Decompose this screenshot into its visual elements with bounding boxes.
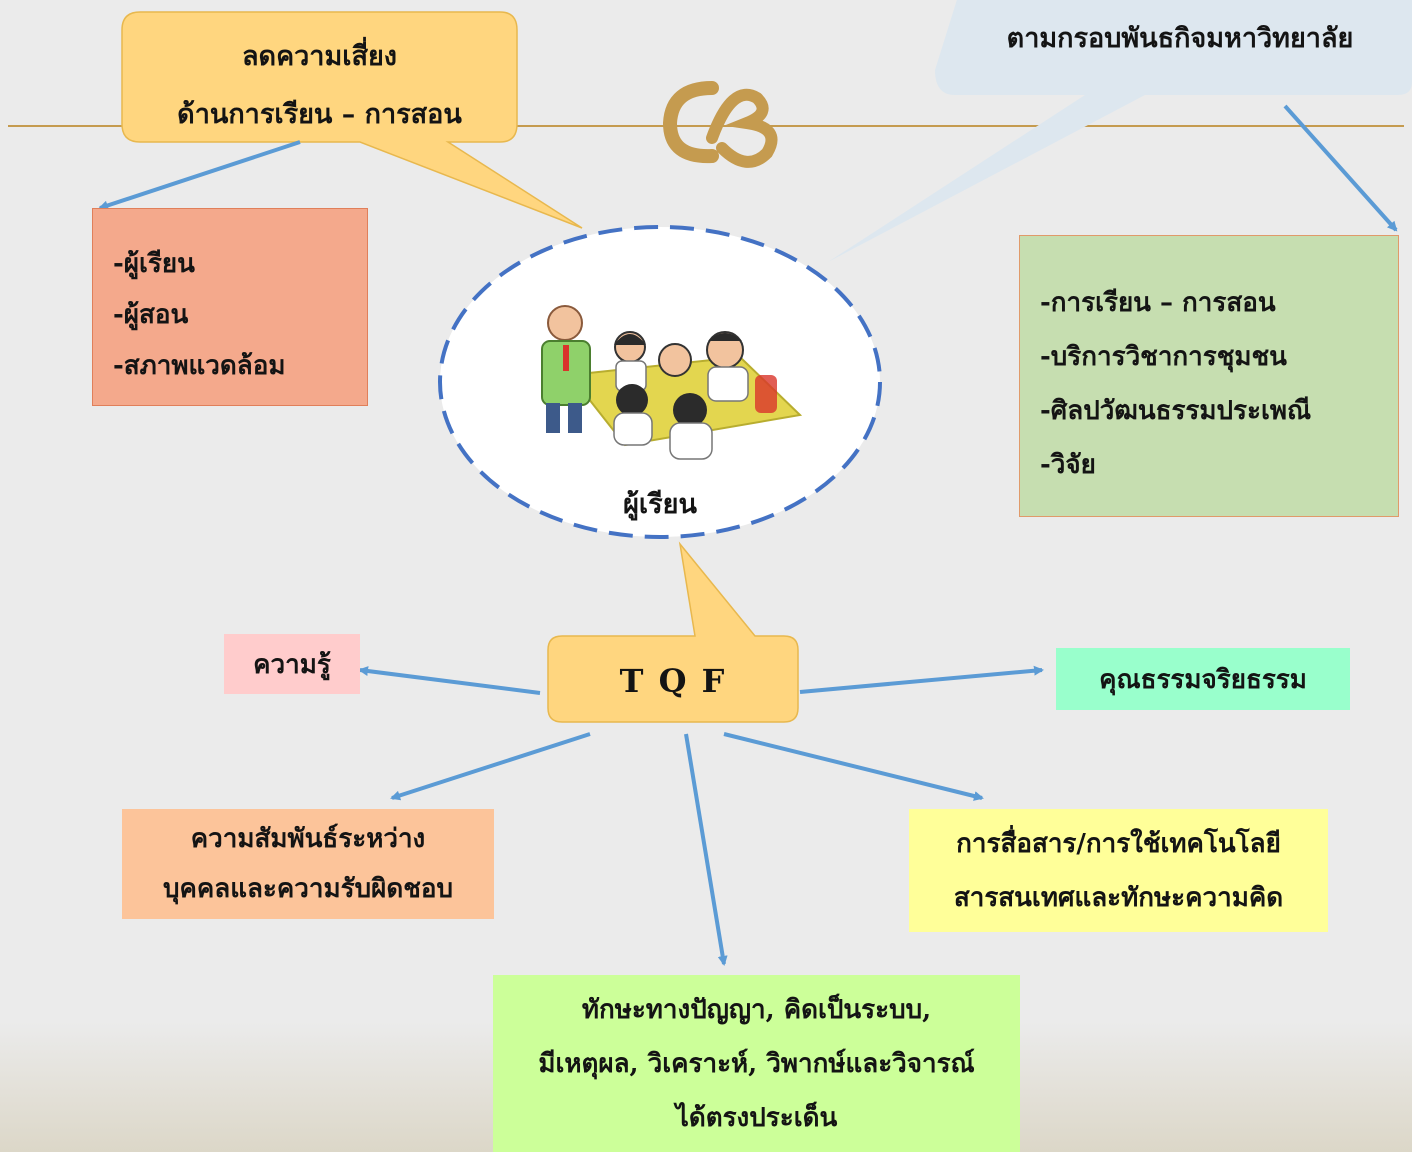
- knowledge-box: ความรู้: [224, 634, 360, 694]
- communication-line: การสื่อสาร/การใช้เทคโนโลยี: [956, 828, 1281, 859]
- relationship-line: ความสัมพันธ์ระหว่าง: [190, 824, 426, 854]
- mission-item: -การเรียน – การสอน: [1040, 288, 1276, 318]
- risk-item: -ผู้เรียน: [113, 249, 195, 279]
- center-circle-label: ผู้เรียน: [560, 482, 760, 525]
- relationship-line: บุคคลและความรับผิดชอบ: [163, 874, 453, 904]
- tqf-callout-shape: [547, 541, 799, 723]
- arrow-to-cognitive: [684, 733, 728, 966]
- arrow-to-relationship: [390, 732, 591, 801]
- relationship-box: ความสัมพันธ์ระหว่าง บุคคลและความรับผิดชอ…: [122, 809, 494, 919]
- risk-item: -สภาพแวดล้อม: [113, 351, 286, 381]
- mission-item: -ศิลปวัฒนธรรมประเพณี: [1040, 396, 1312, 426]
- arrow-to-mission-box: [1283, 104, 1398, 232]
- cognitive-line: ได้ตรงประเด็น: [675, 1102, 838, 1133]
- communication-line: สารสนเทศและทักษะความคิด: [953, 882, 1284, 913]
- callout-line: ด้านการเรียน – การสอน: [177, 99, 462, 130]
- tqf-text: T Q F: [619, 662, 727, 700]
- center-label-text: ผู้เรียน: [623, 489, 697, 520]
- callout-text: ตามกรอบพันธกิจมหาวิทยาลัย: [1006, 23, 1354, 54]
- callout-line: ลดความเสี่ยง: [242, 41, 397, 72]
- mission-item: -วิจัย: [1040, 450, 1096, 480]
- top-right-callout-shape: [828, 0, 1412, 262]
- cognitive-box: ทักษะทางปัญญา, คิดเป็นระบบ, มีเหตุผล, วิ…: [493, 975, 1020, 1152]
- top-left-callout: ลดความเสี่ยง ด้านการเรียน – การสอน: [122, 28, 517, 144]
- arrow-to-ethics: [799, 665, 1044, 694]
- ornament-icon: [652, 68, 792, 168]
- ethics-text: คุณธรรมจริยธรรม: [1099, 664, 1307, 695]
- teacher-students-clipart: [541, 305, 803, 460]
- cognitive-line: มีเหตุผล, วิเคราะห์, วิพากษ์และวิจารณ์: [538, 1048, 975, 1079]
- mission-box: -การเรียน – การสอน -บริการวิชาการชุมชน -…: [1019, 235, 1399, 517]
- tqf-label: T Q F: [548, 662, 798, 700]
- arrow-to-knowledge: [358, 666, 541, 695]
- knowledge-text: ความรู้: [253, 649, 331, 680]
- ethics-box: คุณธรรมจริยธรรม: [1056, 648, 1350, 710]
- arrow-to-communication: [723, 732, 984, 801]
- communication-box: การสื่อสาร/การใช้เทคโนโลยี สารสนเทศและทั…: [909, 809, 1328, 932]
- top-right-callout: ตามกรอบพันธกิจมหาวิทยาลัย: [950, 22, 1410, 56]
- risk-item: -ผู้สอน: [113, 300, 189, 330]
- risk-box: -ผู้เรียน -ผู้สอน -สภาพแวดล้อม: [92, 208, 368, 406]
- arrow-to-risk-box: [98, 140, 301, 211]
- top-left-callout-shape: [121, 11, 583, 229]
- cognitive-line: ทักษะทางปัญญา, คิดเป็นระบบ,: [581, 994, 932, 1025]
- mission-item: -บริการวิชาการชุมชน: [1040, 342, 1287, 372]
